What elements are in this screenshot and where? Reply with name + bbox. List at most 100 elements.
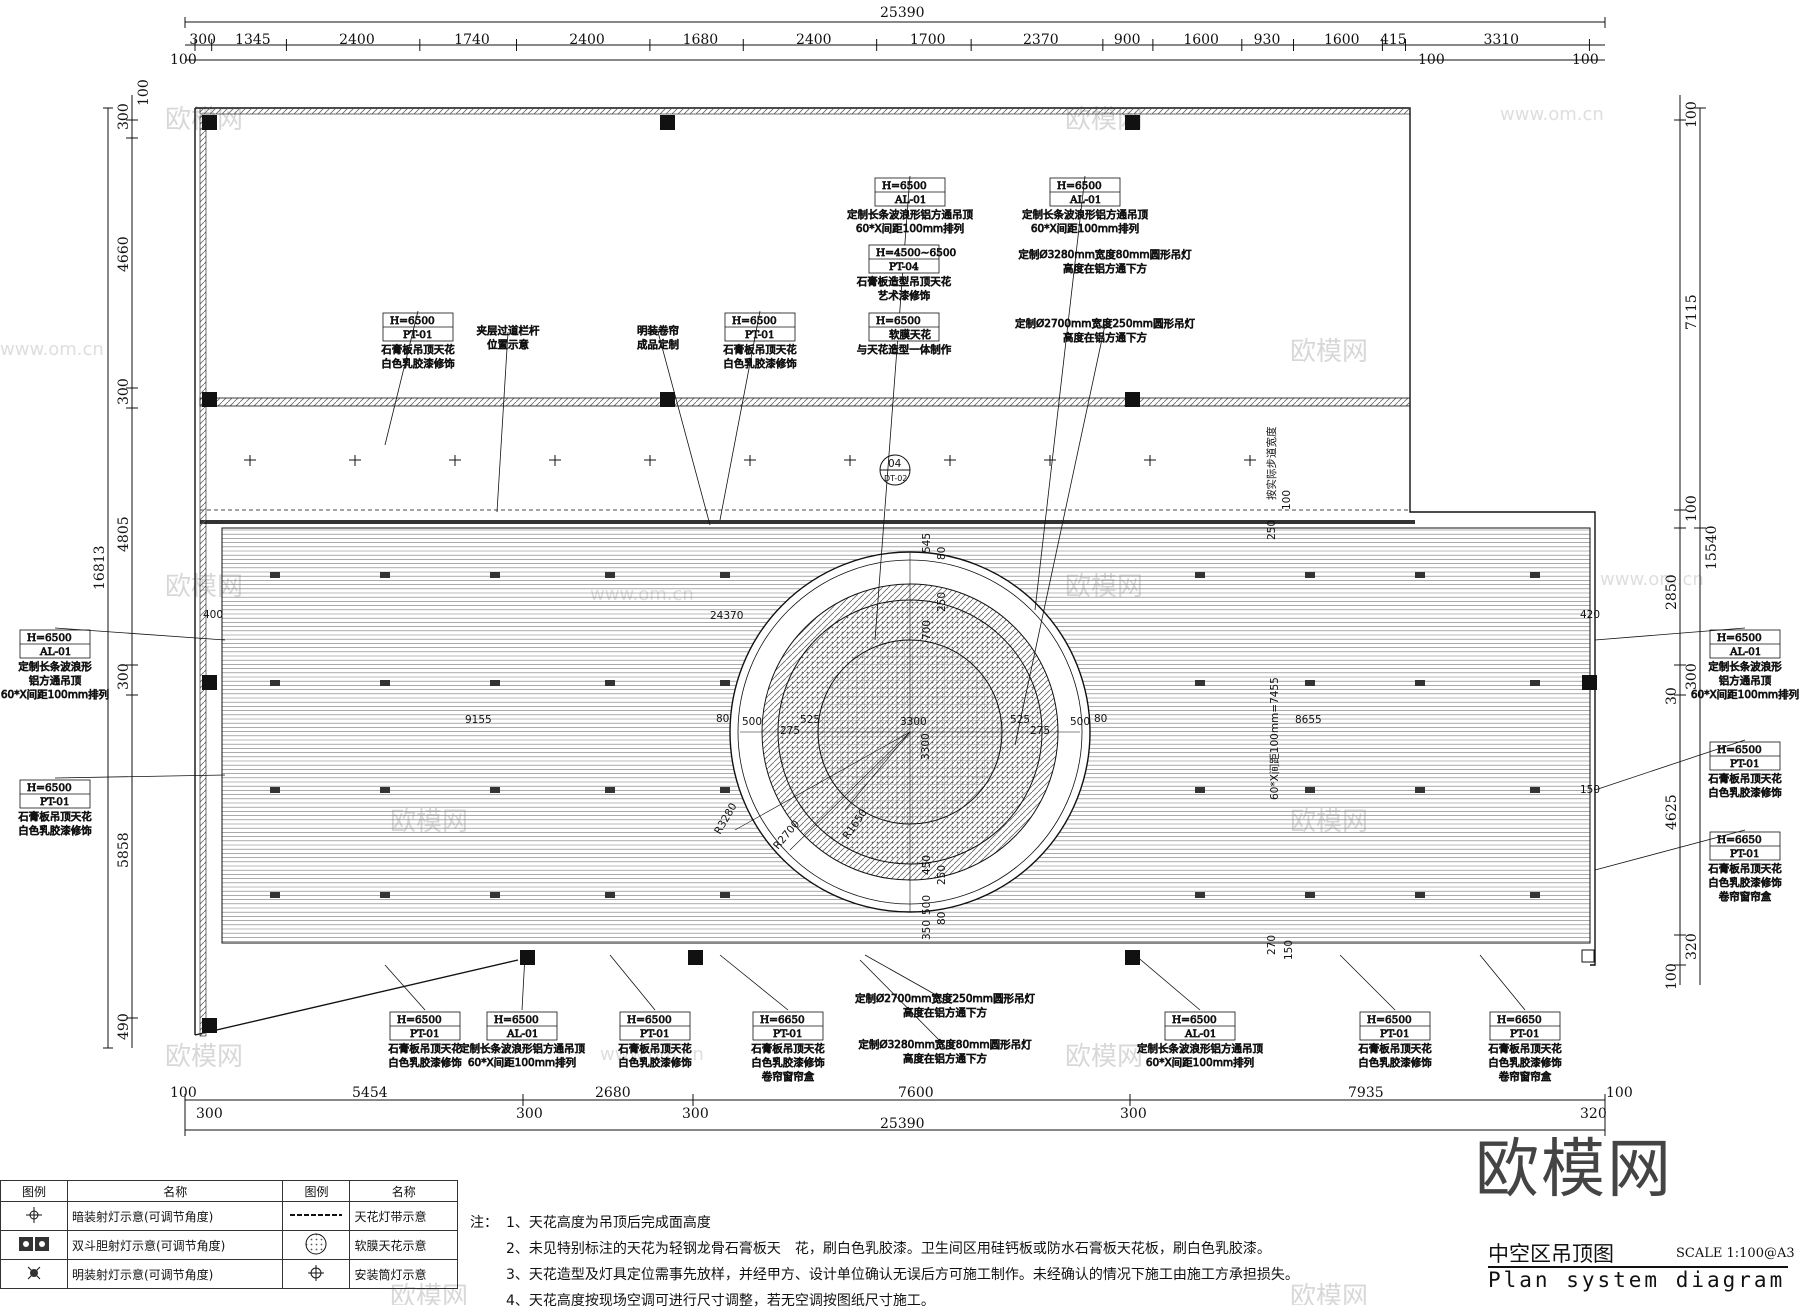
note-item: 4、天花高度按现场空调可进行尺寸调整，若无空调按图纸尺寸施工。 [506, 1293, 935, 1309]
legend-header: 图例 [282, 1180, 351, 1202]
downlight [744, 455, 756, 466]
inner-dim: 3300 [900, 716, 927, 728]
legend-table: 图例 名称 图例 名称 暗装射灯示意(可调节角度) 天花灯带示意 双斗胆射灯示意… [0, 1180, 458, 1289]
spotlight [270, 787, 280, 793]
top-small-dim: 100 [1418, 52, 1445, 68]
spotlight [1195, 892, 1205, 898]
watermark-url: www.om.cn [590, 584, 694, 605]
callout-code: PT-04 [889, 261, 919, 273]
callout-height: H=6650 [1497, 1014, 1542, 1026]
callout-text: 60*X间距100mm排列 [1031, 222, 1139, 235]
spotlight [380, 787, 390, 793]
callout-text: 定制长条波浪形铝方通吊顶 [1022, 208, 1148, 221]
bottom-total-dim: 25390 [880, 1116, 925, 1132]
right-dim: 100 [1664, 963, 1680, 990]
inner-dim: 420 [1580, 609, 1600, 621]
downlight [549, 455, 561, 466]
inner-dim: 24370 [710, 610, 743, 622]
inner-dim: 80 [716, 713, 729, 725]
left-dim: 490 [116, 1013, 132, 1040]
callout-text: 石膏板吊顶天花 [1708, 772, 1782, 785]
callout-code: PT-01 [410, 1028, 440, 1040]
spotlight [605, 892, 615, 898]
right-dim: 100 [1684, 101, 1700, 128]
downlight [244, 455, 256, 466]
top-dim: 3310 [1483, 32, 1519, 48]
callout-text: 60*X间距100mm排列 [468, 1056, 576, 1069]
callout-code: AL-01 [39, 646, 71, 658]
vertical-note: 按实际步道宽度 [1265, 426, 1278, 500]
downlight [1244, 455, 1256, 466]
downlight-icon [282, 1259, 351, 1289]
spotlight [1415, 892, 1425, 898]
spotlight [380, 680, 390, 686]
callout-code: PT-01 [1380, 1028, 1410, 1040]
drawing-title-cn: 中空区吊顶图 [1488, 1242, 1614, 1266]
callout-height: H=6500 [882, 180, 927, 192]
bottom-dim: 7600 [898, 1085, 934, 1101]
legend-label: 明装射灯示意(可调节角度) [66, 1259, 284, 1289]
callout-text: 定制Ø3280mm宽度80mm圆形吊灯 [1018, 248, 1192, 261]
inner-dim: 8655 [1295, 714, 1322, 726]
inner-dim: 450 [921, 855, 933, 875]
callout-text: 高度在铝方通下方 [903, 1052, 987, 1065]
spotlight [270, 892, 280, 898]
right-dim: 300 [1684, 663, 1700, 690]
spotlight [270, 680, 280, 686]
left-dim: 300 [116, 663, 132, 690]
callout-height: H=6500 [27, 632, 72, 644]
legend-label: 安装筒灯示意 [349, 1259, 458, 1289]
callout-code: PT-01 [745, 329, 775, 341]
downlight [644, 455, 656, 466]
callout-text: 艺术漆修饰 [878, 289, 931, 302]
callout-text: 定制Ø3280mm宽度80mm圆形吊灯 [858, 1038, 1032, 1051]
spotlight [1530, 680, 1540, 686]
top-dim: 1700 [910, 32, 946, 48]
spotlight [720, 787, 730, 793]
inner-dim: 80 [1094, 713, 1107, 725]
callout-text: 白色乳胶漆修饰 [1708, 876, 1782, 889]
inner-dim: 100 [1281, 490, 1293, 510]
brand-logo: 欧模网 [1475, 1133, 1673, 1207]
drawing-scale: SCALE 1:100@A3 [1676, 1246, 1795, 1261]
top-beam [199, 107, 1411, 115]
spotlight [380, 572, 390, 578]
callout-text: 白色乳胶漆修饰 [1708, 786, 1782, 799]
inner-dim: 150 [1580, 784, 1600, 796]
circular-feature [729, 551, 1091, 913]
spotlight [1195, 787, 1205, 793]
downlight [844, 455, 856, 466]
spotlight [1415, 787, 1425, 793]
callout-height: H=6500 [390, 315, 435, 327]
callout-text: 60*X间距100mm排列 [1146, 1056, 1254, 1069]
inner-dim: 400 [203, 609, 223, 621]
spotlight [490, 892, 500, 898]
left-dim-labels: 300 100 4660 300 4805 300 5858 490 16813 [92, 79, 152, 1040]
light-strip-top [200, 520, 1415, 524]
top-dim: 1600 [1183, 32, 1219, 48]
callouts: H=6500PT-01石膏板吊顶天花白色乳胶漆修饰夹层过道栏杆位置示意明装卷帘成… [0, 175, 1800, 1083]
callout-code: AL-01 [1069, 194, 1101, 206]
right-dim-labels: 100 7115 100 2850 300 30 4625 320 100 15… [1664, 101, 1720, 990]
spotlight [490, 787, 500, 793]
inner-dim: 9155 [465, 714, 492, 726]
legend-header: 图例 [0, 1180, 68, 1202]
callout-text: 定制Ø2700mm宽度250mm圆形吊灯 [1015, 317, 1195, 330]
callout-height: H=6500 [876, 315, 921, 327]
right-dim: 320 [1684, 933, 1700, 960]
callout-text: 与天花造型一体制作 [857, 343, 952, 356]
spotlight [490, 680, 500, 686]
callout-text: 60*X间距100mm排列 [1, 688, 109, 701]
callout-text: 白色乳胶漆修饰 [1358, 1056, 1432, 1069]
callout-text: 铝方通吊顶 [1719, 674, 1772, 687]
callout-height: H=6500 [1057, 180, 1102, 192]
callout-text: 石膏板吊顶天花 [1358, 1042, 1432, 1055]
callout-text: 卷帘窗帘盒 [1499, 1070, 1552, 1083]
right-dim: 7115 [1684, 294, 1700, 330]
bottom-dim: 2680 [595, 1085, 631, 1101]
callout-text: 铝方通吊顶 [29, 674, 82, 687]
note-item: 1、天花高度为吊顶后完成面高度 [506, 1215, 711, 1231]
spotlight [1530, 572, 1540, 578]
callout-text: 定制长条波浪形铝方通吊顶 [847, 208, 973, 221]
